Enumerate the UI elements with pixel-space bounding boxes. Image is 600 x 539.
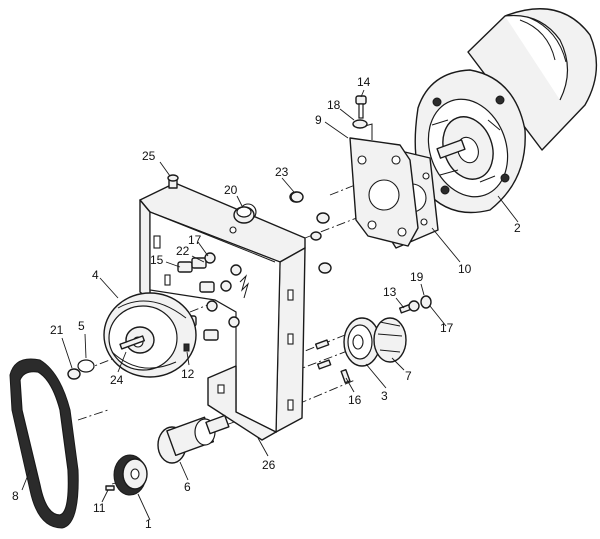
key-11 [105,485,115,491]
callout-22: 22 [176,244,190,258]
callout-25: 25 [142,149,156,163]
callout-1: 1 [145,517,152,531]
large-pulley-4 [103,292,197,378]
callout-3: 3 [381,389,388,403]
callout-11: 11 [93,501,106,515]
screw-14 [355,95,367,119]
callout-17-frame: 17 [188,233,202,247]
pulley-3 [343,317,381,367]
hub-7 [373,317,407,363]
leader-lines [21,89,519,521]
callout-18: 18 [327,98,341,112]
timing-belt-8 [9,358,79,529]
callout-21: 21 [50,323,64,337]
callout-4: 4 [92,268,99,282]
callout-17-right: 17 [440,321,454,335]
callout-10: 10 [458,262,472,276]
callout-13: 13 [383,285,397,299]
callout-6: 6 [184,480,191,494]
stud-25 [167,174,179,189]
knob-20 [233,206,255,224]
washer-17 [420,295,432,309]
spring [239,274,250,299]
callout-7: 7 [405,369,412,383]
callout-5: 5 [78,319,85,333]
callout-16: 16 [348,393,362,407]
callout-8: 8 [12,489,19,503]
motor [414,8,598,214]
hub-6 [157,414,230,464]
small-pulley-1 [113,454,148,496]
bolts-16 [314,339,351,384]
callout-20: 20 [224,183,238,197]
callout-2: 2 [514,221,521,235]
washer-23 [290,191,304,203]
callout-26: 26 [262,458,276,472]
washer-18 [352,119,368,129]
nut-21 [67,368,81,380]
callouts: 1 2 3 4 5 6 7 8 9 10 11 12 13 14 15 16 1… [12,75,521,531]
washer-5 [77,359,95,373]
callout-12: 12 [181,367,195,381]
callout-24: 24 [110,373,124,387]
callout-19: 19 [410,270,424,284]
nut-19 [408,300,420,312]
callout-23: 23 [275,165,289,179]
shaft-24 [119,335,146,350]
callout-9: 9 [315,113,322,127]
motor-mount-plate [349,123,419,247]
callout-14: 14 [357,75,371,89]
callout-15: 15 [150,253,164,267]
set-screw-12 [183,343,190,352]
